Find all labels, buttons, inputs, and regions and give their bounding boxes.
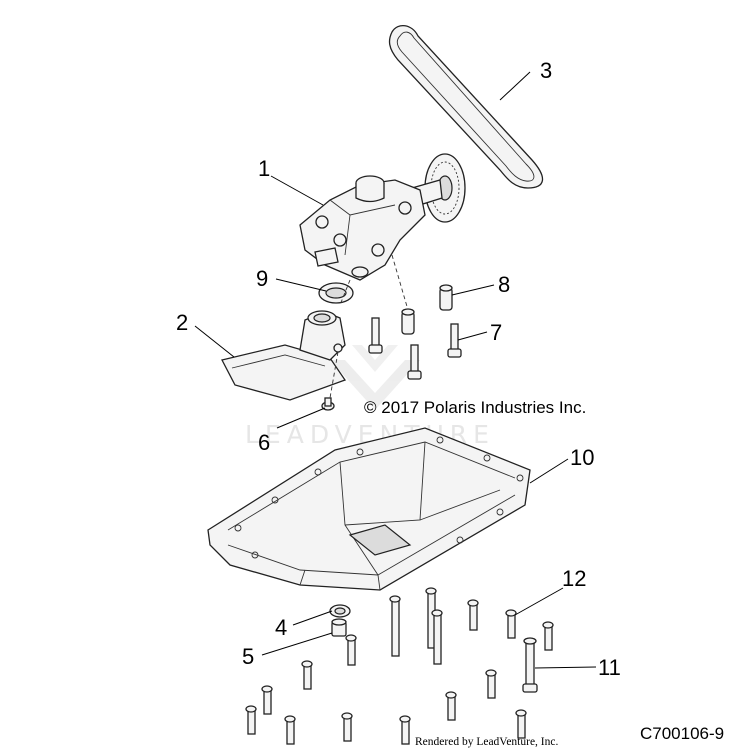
leader-lines [194, 71, 597, 669]
belt-part-3[interactable] [388, 25, 544, 189]
callout-8: 8 [498, 272, 510, 297]
callout-4: 4 [275, 615, 287, 640]
callout-3: 3 [540, 58, 552, 83]
alignment-lines [329, 254, 409, 399]
rendered-by-text: Rendered by LeadVenture, Inc. [415, 736, 558, 748]
seal-ring-part-9[interactable] [318, 282, 354, 304]
watermark-logo [330, 345, 420, 410]
oil-pump-part-1[interactable] [299, 153, 466, 281]
bolt-part-7[interactable] [368, 317, 462, 380]
washer-part-4[interactable] [329, 604, 351, 618]
oil-strainer-part-2[interactable] [221, 310, 347, 401]
callout-12: 12 [562, 566, 586, 591]
long-bolts-part-11[interactable] [389, 587, 538, 693]
pan-bolts-part-12[interactable] [245, 599, 554, 745]
callout-9: 9 [256, 266, 268, 291]
callout-11: 11 [598, 655, 621, 680]
callout-5: 5 [242, 644, 254, 669]
callout-10: 10 [570, 445, 594, 470]
callout-1: 1 [258, 156, 270, 181]
dowel-pin-part-8[interactable] [401, 284, 453, 335]
drain-plug-part-5[interactable] [331, 618, 347, 637]
diagram-id: C700106-9 [640, 724, 724, 743]
copyright-text: © 2017 Polaris Industries Inc. [364, 398, 586, 417]
callout-2: 2 [176, 310, 188, 335]
callout-7: 7 [490, 320, 502, 345]
oil-pan-part-10[interactable] [207, 427, 531, 591]
callout-6: 6 [258, 430, 270, 455]
